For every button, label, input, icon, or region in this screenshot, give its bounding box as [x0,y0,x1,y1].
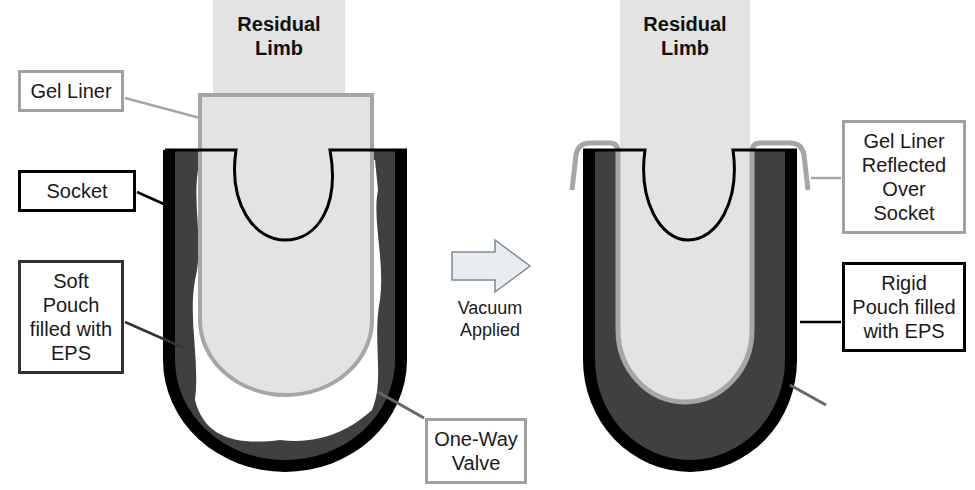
rigid-pouch [595,150,785,460]
socket-trim-line [583,150,797,240]
callout-box: Gel Liner [18,70,124,112]
one-way-valve [790,385,826,405]
callout-text: Socket [46,179,107,203]
arrow-caption-box: Vacuum Applied [440,298,540,341]
leader-line [800,321,841,324]
leader-line [137,192,166,205]
callout-text: Rigid Pouch filled with EPS [851,271,957,343]
socket-shell [583,150,797,472]
callout-box: Socket [18,170,136,212]
residual-limb [213,0,345,100]
one-way-valve [378,392,424,418]
callout-box: Soft Pouch filled with EPS [18,260,124,374]
callout-box: One-Way Valve [425,418,527,484]
residual-limb [620,0,750,152]
process-label: Vacuum Applied [440,298,540,341]
part-label: Residual Limb [224,12,334,60]
callout-text: Soft Pouch filled with EPS [27,269,115,365]
leader-line [125,98,200,118]
part-label: Residual Limb [630,12,740,60]
leader-line [125,322,184,348]
limb-label-region: Residual Limb [224,12,334,60]
callout-box: Rigid Pouch filled with EPS [842,262,966,352]
callout-text: Gel Liner Reflected Over Socket [851,129,957,225]
process-arrow [452,240,530,292]
leader-line [811,177,841,180]
callout-text: One-Way Valve [434,427,518,475]
limb-label-region: Residual Limb [630,12,740,60]
socket-trim-line [165,150,407,240]
callout-text: Gel Liner [30,79,111,103]
gel-liner [200,95,372,395]
callout-box: Gel Liner Reflected Over Socket [842,120,966,234]
